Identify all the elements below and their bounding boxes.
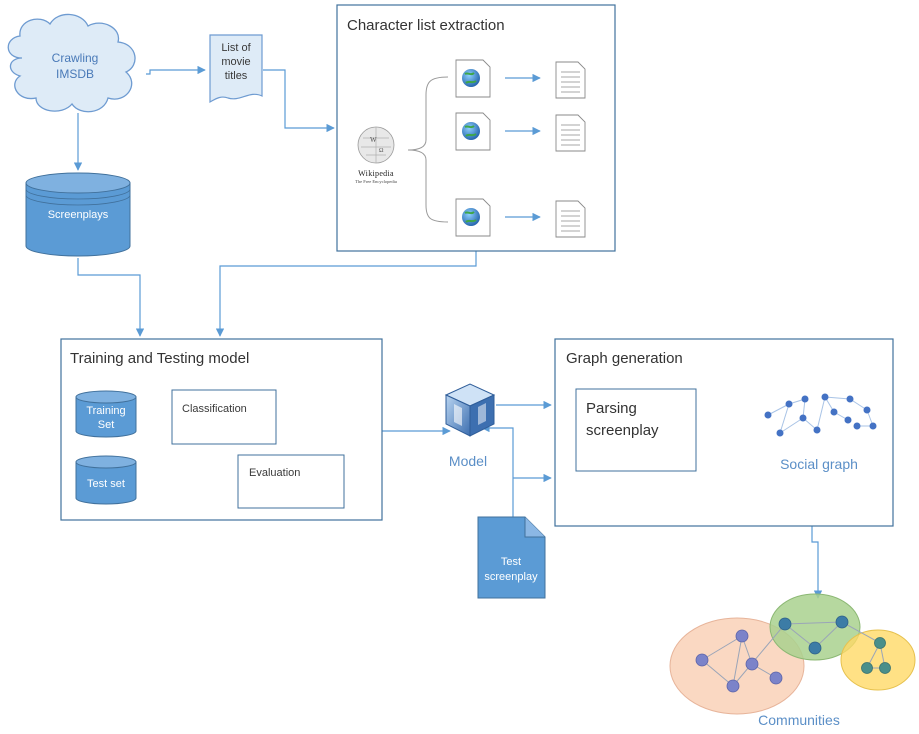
test-set-database: Test set bbox=[75, 455, 137, 505]
movie-titles-line3: titles bbox=[225, 70, 248, 82]
cloud-label-line1: Crawling bbox=[52, 51, 99, 65]
parsing-label-line2: screenplay bbox=[586, 422, 659, 439]
communities-label: Communities bbox=[758, 712, 840, 728]
wiki-page-row bbox=[455, 198, 586, 238]
arrow-test-to-model bbox=[481, 423, 514, 518]
svg-text:Ω: Ω bbox=[379, 148, 384, 154]
movie-titles-line1: List of bbox=[221, 42, 251, 54]
community-yellow bbox=[840, 629, 916, 691]
document-icon bbox=[209, 34, 263, 103]
wiki-page-row bbox=[455, 112, 586, 152]
training-testing-title: Training and Testing model bbox=[70, 350, 249, 367]
arrow-graph-to-communities bbox=[811, 526, 823, 599]
evaluation-label: Evaluation bbox=[249, 467, 300, 479]
screenplays-database: Screenplays bbox=[25, 172, 131, 257]
training-set-database: Training Set bbox=[75, 390, 137, 438]
arrow-screenplays-to-training bbox=[77, 258, 145, 337]
character-list-icon bbox=[555, 61, 586, 99]
brace-connector bbox=[407, 76, 449, 223]
evaluation-box bbox=[237, 454, 345, 509]
community-green bbox=[769, 593, 861, 661]
wikipedia-name: Wikipedia bbox=[358, 169, 394, 178]
classification-box bbox=[171, 389, 277, 445]
wikipedia-logo-icon: W Ω Wikipedia The Free Encyclopedia bbox=[355, 126, 397, 184]
communities-diagram: Communities bbox=[669, 593, 916, 728]
test-set-label: Test set bbox=[87, 478, 125, 490]
graph-generation-title: Graph generation bbox=[566, 350, 683, 367]
wiki-page-row bbox=[455, 59, 586, 99]
arrow-cloud-to-titles bbox=[146, 65, 206, 75]
training-set-line1: Training bbox=[86, 405, 125, 417]
parsing-screenplay-box bbox=[575, 388, 697, 472]
model-node: Model bbox=[444, 383, 496, 469]
social-graph-icon bbox=[764, 393, 877, 437]
svg-text:W: W bbox=[370, 136, 377, 144]
character-list-icon bbox=[555, 114, 586, 152]
crawling-cloud: Crawling IMSDB bbox=[7, 13, 136, 113]
cloud-label-line2: IMSDB bbox=[56, 67, 94, 81]
test-screenplay-document: Test screenplay bbox=[477, 516, 546, 599]
screenplays-label: Screenplays bbox=[48, 209, 109, 221]
character-extraction-box: Character list extraction W Ω Wikipedia … bbox=[336, 4, 616, 252]
globe-icon bbox=[462, 208, 480, 226]
movie-titles-document: List of movie titles bbox=[209, 34, 263, 103]
classification-label: Classification bbox=[182, 403, 247, 415]
graph-generation-box: Graph generation Parsing screenplay bbox=[554, 338, 894, 527]
character-extraction-title: Character list extraction bbox=[347, 17, 505, 34]
training-set-line2: Set bbox=[98, 419, 115, 431]
model-label: Model bbox=[449, 453, 487, 469]
arrow-extraction-to-training bbox=[215, 251, 477, 337]
training-testing-box: Training and Testing model Training Set … bbox=[60, 338, 383, 521]
test-screenplay-line1: Test bbox=[501, 556, 521, 568]
globe-icon bbox=[462, 69, 480, 87]
cloud-icon bbox=[7, 13, 136, 113]
database-cylinder-icon bbox=[25, 182, 131, 257]
wikipedia-tagline: The Free Encyclopedia bbox=[355, 179, 397, 184]
test-screenplay-line2: screenplay bbox=[484, 571, 538, 583]
social-graph-label: Social graph bbox=[780, 456, 858, 472]
globe-icon bbox=[462, 122, 480, 140]
character-list-icon bbox=[555, 200, 586, 238]
model-cube-icon bbox=[444, 383, 496, 437]
arrow-titles-to-wikipedia bbox=[263, 69, 335, 133]
movie-titles-line2: movie bbox=[221, 56, 250, 68]
parsing-label-line1: Parsing bbox=[586, 400, 637, 417]
